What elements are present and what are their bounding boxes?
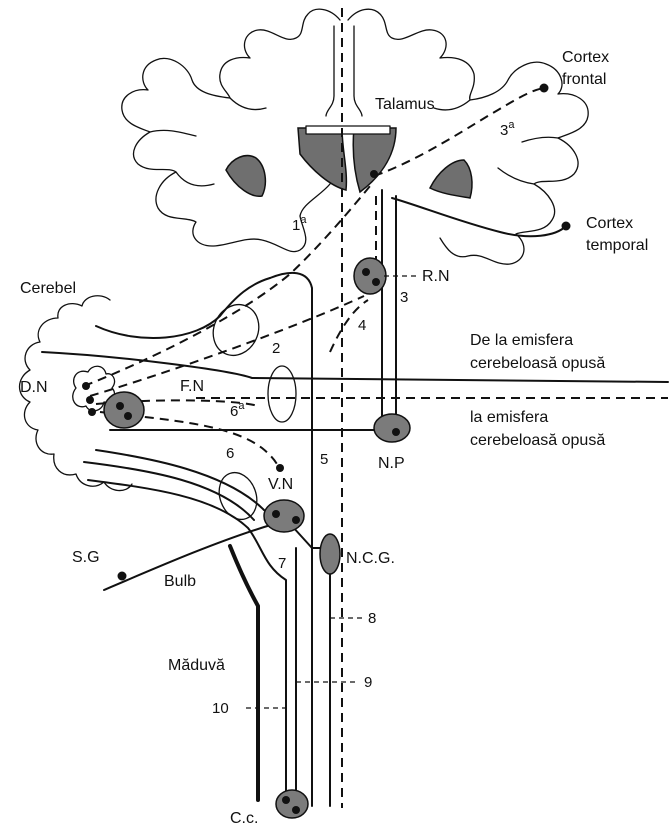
pathway-2	[90, 296, 364, 396]
label-cortex-temporal-2: temporal	[586, 237, 648, 254]
thalamus-to-temporal	[392, 198, 566, 236]
num-9: 9	[364, 674, 372, 691]
cerebellar-tracts	[42, 273, 668, 806]
vestibular-nucleus	[264, 500, 304, 532]
peduncle-ring-middle	[268, 366, 296, 422]
label-cc: C.c.	[230, 810, 258, 827]
num-8: 8	[368, 610, 376, 627]
lateral-nucleus-right	[430, 160, 472, 198]
dentate-nucleus-gray	[104, 392, 144, 428]
label-talamus: Talamus	[375, 96, 435, 113]
num-7: 7	[278, 555, 286, 572]
thalamus-nuclei	[226, 126, 472, 198]
label-from-emisfera-1: De la emisfera	[470, 332, 573, 349]
label-cortex-temporal-1: Cortex	[586, 215, 633, 232]
ncg-nucleus	[320, 534, 340, 574]
label-rn: R.N	[422, 268, 450, 285]
num-4: 4	[358, 317, 366, 334]
label-cortex-frontal-2: frontal	[562, 71, 606, 88]
label-np: N.P	[378, 455, 405, 472]
num-2: 2	[272, 340, 280, 357]
label-dn: D.N	[20, 379, 48, 396]
label-to-emisfera-1: la emisfera	[470, 409, 548, 426]
label-vn: V.N	[268, 476, 293, 493]
red-nucleus	[354, 258, 386, 294]
label-cortex-frontal-1: Cortex	[562, 49, 609, 66]
lateral-nucleus-left	[226, 156, 265, 197]
label-from-emisfera-2: cerebeloasă opusă	[470, 355, 605, 372]
label-fn: F.N	[180, 378, 204, 395]
pontine-nucleus	[374, 414, 410, 442]
label-ncg: N.C.G.	[346, 550, 395, 567]
label-bulb: Bulb	[164, 573, 196, 590]
label-cerebel: Cerebel	[20, 280, 76, 297]
num-6: 6	[226, 445, 234, 462]
peduncle-ring-superior	[205, 297, 267, 363]
label-sg: S.G	[72, 549, 100, 566]
num-3a: 3a	[500, 119, 515, 139]
bulb-outline	[230, 546, 258, 800]
cc-nucleus	[276, 790, 308, 818]
num-6a: 6a	[230, 400, 245, 420]
pathway-1a	[84, 186, 370, 386]
num-5: 5	[320, 451, 328, 468]
num-10: 10	[212, 700, 229, 717]
num-3: 3	[400, 289, 408, 306]
thalamus-right	[353, 128, 396, 192]
thalamus-left	[298, 128, 346, 190]
label-maduva: Măduvă	[168, 657, 225, 674]
num-1a: 1a	[292, 214, 307, 234]
label-to-emisfera-2: cerebeloasă opusă	[470, 432, 605, 449]
